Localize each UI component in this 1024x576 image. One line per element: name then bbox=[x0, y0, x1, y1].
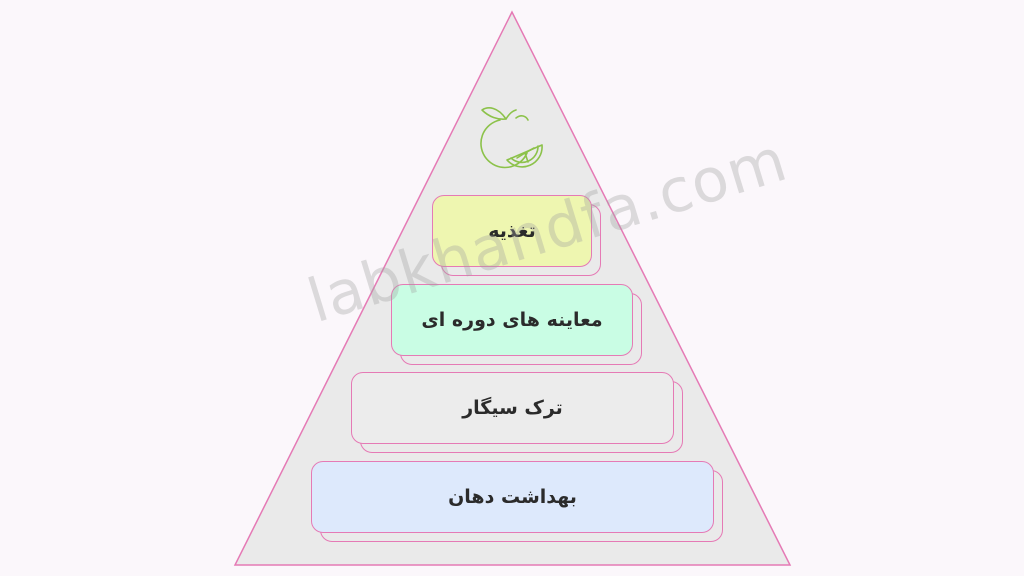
pyramid-level-quit-smoking: ترک سیگار bbox=[351, 372, 683, 453]
card-front: تغذیه bbox=[432, 195, 592, 267]
card-front: ترک سیگار bbox=[351, 372, 674, 444]
level-label: بهداشت دهان bbox=[448, 486, 577, 508]
pyramid-level-checkups: معاینه های دوره ای bbox=[391, 284, 642, 365]
card-front: معاینه های دوره ای bbox=[391, 284, 633, 356]
level-label: ترک سیگار bbox=[462, 397, 563, 419]
card-front: بهداشت دهان bbox=[311, 461, 714, 533]
citrus-fruit-icon bbox=[480, 107, 543, 169]
level-label: معاینه های دوره ای bbox=[421, 309, 603, 331]
pyramid-level-nutrition: تغذیه bbox=[432, 195, 601, 276]
level-label: تغذیه bbox=[488, 220, 536, 242]
pyramid-level-oral-hygiene: بهداشت دهان bbox=[311, 461, 723, 542]
